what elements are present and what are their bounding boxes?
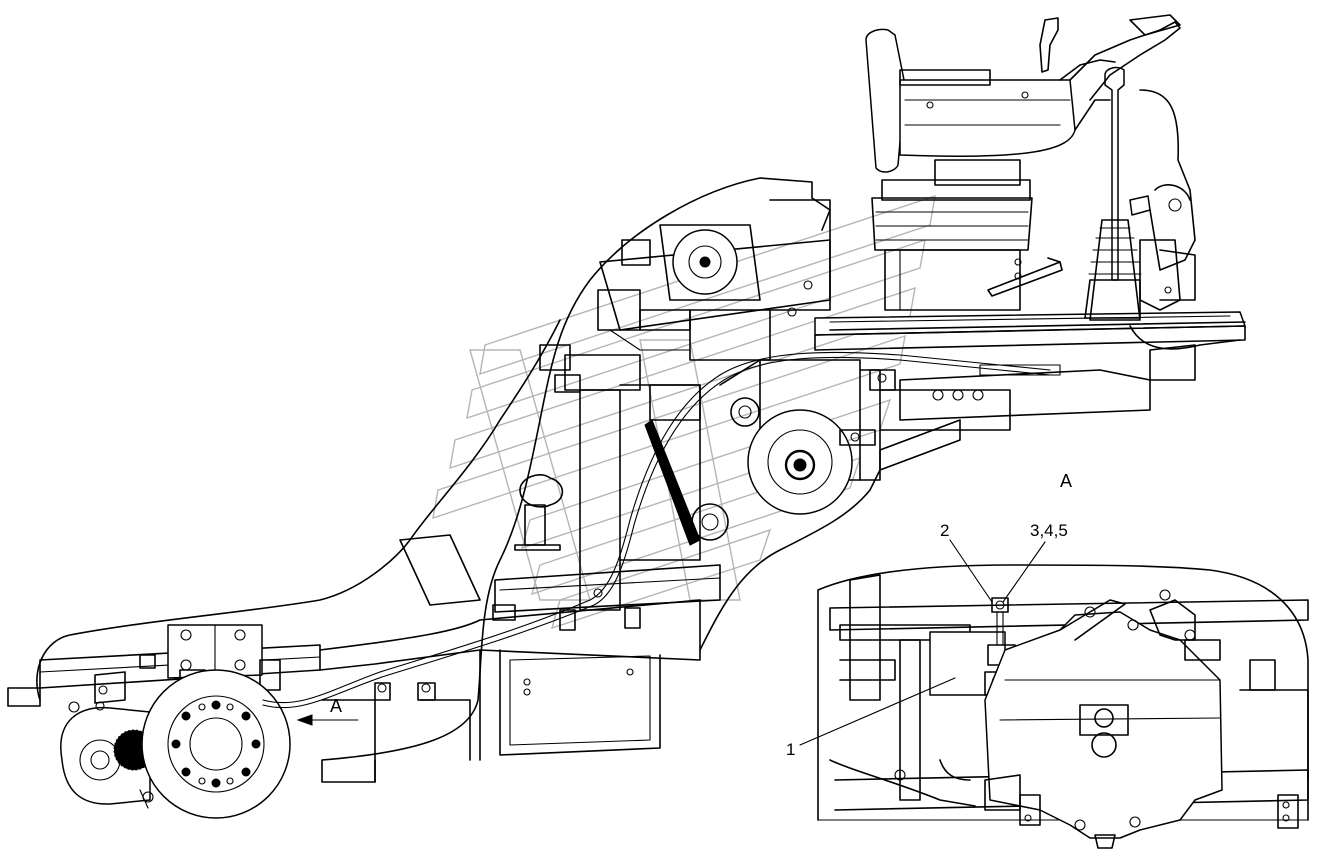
steering-column bbox=[1039, 14, 1181, 131]
control-cable bbox=[262, 351, 1051, 704]
rear-hub-assembly bbox=[60, 669, 291, 819]
cutaway-lower-left bbox=[36, 319, 561, 701]
detail-view-a: A bbox=[817, 471, 1309, 849]
lower-supports bbox=[321, 682, 471, 783]
operator-seat bbox=[865, 28, 1076, 311]
rear-bracket bbox=[139, 624, 281, 691]
callout-2: 2 bbox=[940, 521, 993, 603]
view-arrow-a: A bbox=[296, 696, 359, 726]
control-cable-sheath bbox=[262, 356, 1051, 709]
hydraulic-pump bbox=[597, 199, 831, 361]
view-arrow-label: A bbox=[330, 696, 342, 716]
svg-text:2: 2 bbox=[940, 521, 949, 540]
svg-text:3,4,5: 3,4,5 bbox=[1030, 521, 1068, 540]
control-levers bbox=[1084, 66, 1196, 321]
detail-view-title: A bbox=[1060, 471, 1072, 491]
callout-1: 1 bbox=[786, 677, 956, 759]
svg-text:1: 1 bbox=[786, 740, 795, 759]
callout-3-4-5: 3,4,5 bbox=[1002, 521, 1068, 603]
transmission-housing bbox=[514, 344, 1011, 611]
cable-clamp bbox=[593, 588, 603, 598]
cutaway-right-lower bbox=[699, 469, 881, 651]
limit-switch bbox=[991, 597, 1009, 613]
